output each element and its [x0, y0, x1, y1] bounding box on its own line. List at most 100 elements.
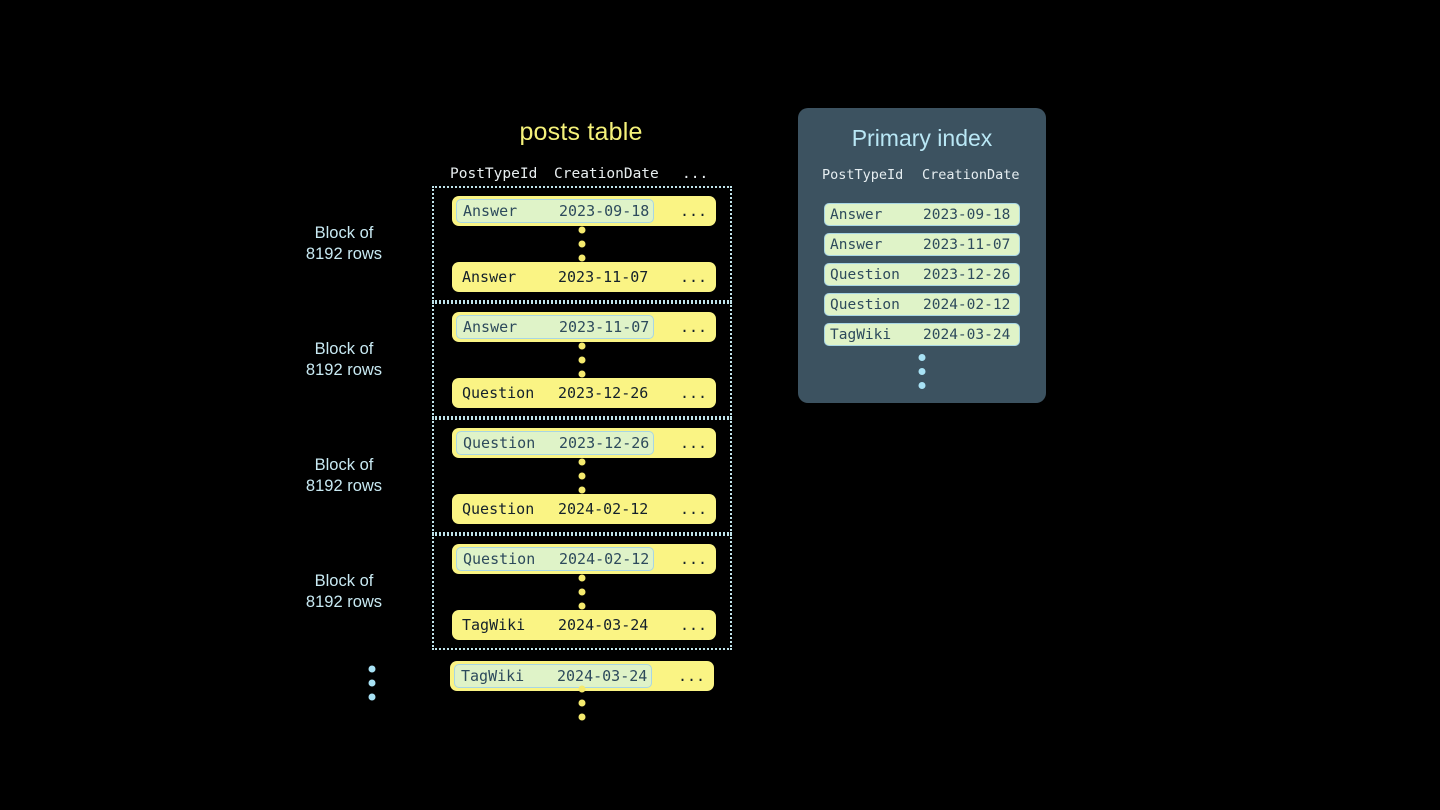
block-row-group: Block of 8192 rows Answer 2023-11-07 ...… — [306, 302, 732, 418]
dot — [918, 368, 926, 375]
page-title: posts table — [519, 118, 643, 146]
primary-index-panel: Primary index PostTypeId CreationDate An… — [798, 108, 1046, 403]
dot — [578, 486, 586, 494]
row-highlight-pill: Answer 2023-11-07 — [456, 315, 654, 339]
dot — [578, 226, 586, 234]
primary-index-title: Primary index — [851, 125, 993, 151]
primary-index-continues-dots — [918, 354, 926, 389]
dot — [578, 602, 586, 610]
cell-creation-date: 2024-02-12 — [559, 550, 650, 568]
cell-creation-date: 2024-03-24 — [923, 326, 1011, 343]
block-label: Block of 8192 rows — [305, 572, 383, 611]
cell-post-type-id: Answer — [463, 202, 518, 220]
vertical-ellipsis-dots — [578, 342, 586, 378]
table-continues-dots — [578, 685, 586, 721]
table-row[interactable]: Answer 2023-11-07 ... — [452, 262, 716, 292]
row-highlight-pill: Question 2023-12-26 — [456, 431, 654, 455]
table-row[interactable]: Question 2024-02-12 ... — [452, 544, 716, 574]
dot — [578, 588, 586, 596]
cell-ellipsis: ... — [680, 434, 708, 452]
row-cells: TagWiki 2024-03-24 — [456, 613, 654, 637]
index-row[interactable]: Question 2023-12-26 — [824, 263, 1020, 286]
dot — [368, 693, 376, 701]
index-row[interactable]: Answer 2023-09-18 — [824, 203, 1020, 226]
dot — [368, 679, 376, 687]
block-row-group: Block of 8192 rows Question 2023-12-26 .… — [306, 418, 732, 534]
cell-post-type-id: Answer — [830, 206, 883, 223]
cell-post-type-id: Question — [830, 266, 900, 283]
cell-creation-date: 2023-09-18 — [923, 206, 1011, 223]
table-row[interactable]: TagWiki 2024-03-24 ... — [452, 610, 716, 640]
dot — [578, 472, 586, 480]
row-cells: Answer 2023-11-07 — [456, 265, 654, 289]
dot — [578, 356, 586, 364]
row-cells: Question 2023-12-26 — [456, 381, 654, 405]
cell-post-type-id: TagWiki — [830, 326, 892, 343]
index-row[interactable]: Question 2024-02-12 — [824, 293, 1020, 316]
table-row[interactable]: Answer 2023-11-07 ... — [452, 312, 716, 342]
column-header-ellipsis: ... — [682, 166, 709, 182]
cell-creation-date: 2024-02-12 — [923, 296, 1011, 313]
cell-post-type-id: Question — [830, 296, 900, 313]
table-row[interactable]: Answer 2023-09-18 ... — [452, 196, 716, 226]
table-row[interactable]: Question 2023-12-26 ... — [452, 428, 716, 458]
cell-ellipsis: ... — [680, 550, 708, 568]
block-label: Block of 8192 rows — [305, 340, 383, 379]
block-label: Block of 8192 rows — [305, 456, 383, 495]
row-cells: Question 2024-02-12 — [456, 497, 654, 521]
index-row[interactable]: TagWiki 2024-03-24 — [824, 323, 1020, 346]
vertical-ellipsis-dots — [578, 226, 586, 262]
cell-ellipsis: ... — [680, 202, 708, 220]
table-row[interactable]: Question 2023-12-26 ... — [452, 378, 716, 408]
cell-ellipsis: ... — [680, 500, 708, 518]
dot — [578, 713, 586, 721]
row-highlight-pill: Question 2024-02-12 — [456, 547, 654, 571]
block-row-group: Block of 8192 rows Answer 2023-09-18 ...… — [306, 186, 732, 302]
cell-post-type-id: Answer — [830, 236, 883, 253]
cell-post-type-id: TagWiki — [462, 616, 526, 634]
cell-post-type-id: Question — [463, 550, 536, 568]
cell-creation-date: 2023-12-26 — [923, 266, 1011, 283]
cell-creation-date: 2023-11-07 — [559, 318, 650, 336]
posts-table-column-headers: PostTypeId CreationDate ... — [450, 166, 732, 186]
cell-ellipsis: ... — [680, 616, 708, 634]
column-header-post-type-id: PostTypeId — [822, 167, 904, 183]
block-row-group: Block of 8192 rows Question 2024-02-12 .… — [306, 534, 732, 650]
cell-creation-date: 2024-03-24 — [557, 667, 648, 685]
dot — [578, 240, 586, 248]
cell-post-type-id: Question — [462, 384, 535, 402]
cell-creation-date: 2023-11-07 — [558, 268, 649, 286]
dot — [578, 685, 586, 693]
cell-creation-date: 2023-09-18 — [559, 202, 650, 220]
blocks-continue-dots — [368, 665, 376, 701]
dot — [918, 382, 926, 389]
cell-ellipsis: ... — [678, 667, 706, 685]
table-row-trailing[interactable]: TagWiki 2024-03-24 ... — [450, 661, 714, 691]
cell-creation-date: 2023-11-07 — [923, 236, 1011, 253]
cell-post-type-id: Question — [462, 500, 535, 518]
cell-post-type-id: Question — [463, 434, 536, 452]
dot — [578, 574, 586, 582]
column-header-creation-date: CreationDate — [922, 167, 1020, 183]
block-label: Block of 8192 rows — [305, 224, 383, 263]
cell-ellipsis: ... — [680, 318, 708, 336]
vertical-ellipsis-dots — [578, 458, 586, 494]
cell-ellipsis: ... — [680, 384, 708, 402]
row-highlight-pill: Answer 2023-09-18 — [456, 199, 654, 223]
cell-post-type-id: Answer — [463, 318, 518, 336]
dot — [578, 342, 586, 350]
cell-creation-date: 2023-12-26 — [559, 434, 650, 452]
column-header-creation-date: CreationDate — [554, 166, 659, 182]
index-row[interactable]: Answer 2023-11-07 — [824, 233, 1020, 256]
primary-index-rows: Answer 2023-09-18 Answer 2023-11-07 Ques… — [824, 203, 1020, 353]
cell-creation-date: 2024-02-12 — [558, 500, 649, 518]
dot — [578, 699, 586, 707]
table-row[interactable]: Question 2024-02-12 ... — [452, 494, 716, 524]
cell-creation-date: 2024-03-24 — [558, 616, 649, 634]
row-highlight-pill: TagWiki 2024-03-24 — [454, 664, 652, 688]
cell-post-type-id: TagWiki — [461, 667, 525, 685]
cell-creation-date: 2023-12-26 — [558, 384, 649, 402]
vertical-ellipsis-dots — [578, 574, 586, 610]
dot — [578, 370, 586, 378]
dot — [578, 254, 586, 262]
